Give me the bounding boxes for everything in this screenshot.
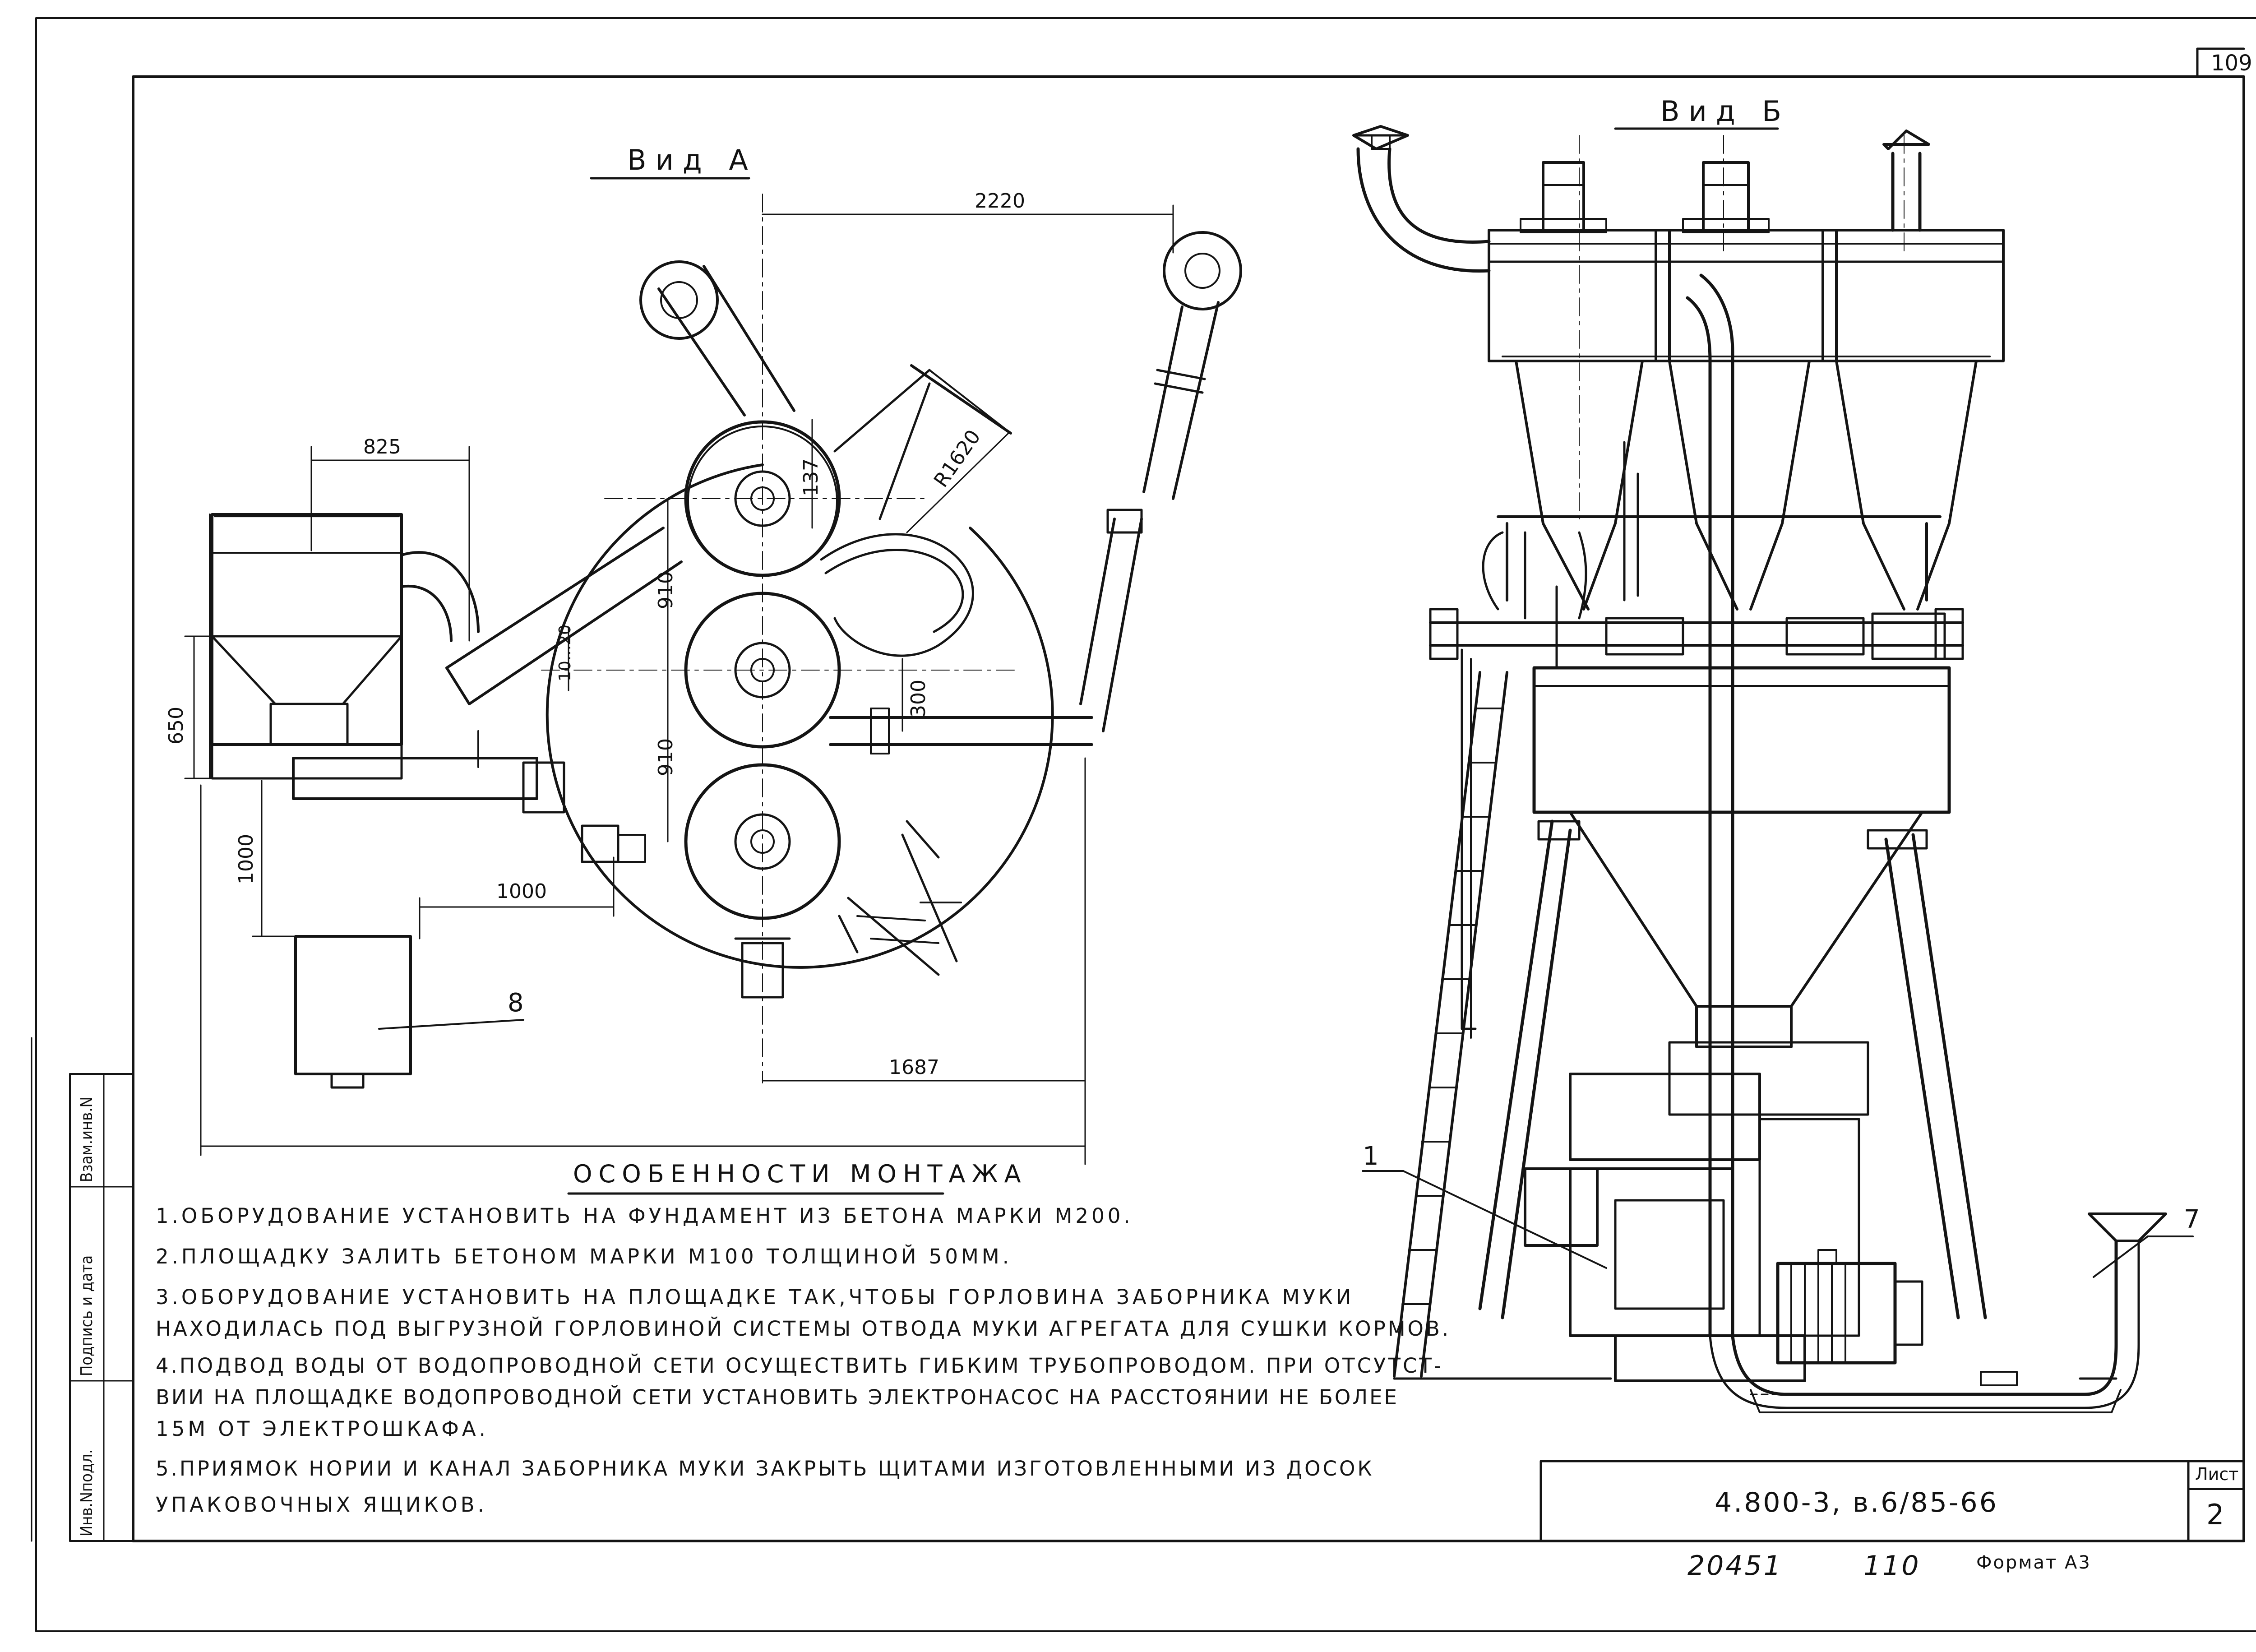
view-a-drawing [184, 177, 1242, 1165]
dim-650: 650 [165, 707, 188, 745]
electrical-cabinet [294, 935, 412, 1075]
motor [1776, 1262, 1897, 1365]
footer-format: Формат А3 [1976, 1552, 2091, 1573]
stamp-inv-podl: Инв.Nподл. [78, 1449, 96, 1536]
note-line-9: упаковочных ящиков. [156, 1493, 487, 1517]
footer-number-2: 110 [1863, 1550, 1921, 1582]
callout-8: 8 [508, 988, 524, 1018]
list-number: 2 [2206, 1498, 2224, 1531]
sheet-number: 109 [2211, 51, 2252, 76]
view-a-title: Вид А [627, 143, 757, 176]
dim-300: 300 [907, 680, 930, 717]
dim-10-20: 10...20 [556, 625, 574, 681]
sheet-frame [31, 17, 2256, 1632]
note-line-2: 2.Площадку залить бетоном марки М100 тол… [156, 1245, 1012, 1268]
note-line-8: 5.Приямок нории и канал заборника муки з… [156, 1457, 1374, 1481]
dim-1000-horizontal: 1000 [496, 880, 547, 903]
dim-825: 825 [363, 435, 401, 458]
document-designation: 4.800-3, в.6/85-66 [1715, 1487, 1998, 1518]
note-line-1: 1.Оборудование установить на фундамент и… [156, 1204, 1133, 1228]
note-line-7: 15м от электрошкафа. [156, 1417, 489, 1441]
list-label: Лист [2195, 1464, 2239, 1484]
stamp-vzam: Взам.инв.N [78, 1097, 96, 1182]
note-line-6: вии на площадке водопроводной сети устан… [156, 1385, 1399, 1409]
callout-7: 7 [2184, 1205, 2200, 1234]
note-line-4: находилась под выгрузной горловиной сист… [156, 1317, 1451, 1341]
footer-number-1: 20451 [1687, 1550, 1783, 1582]
note-line-3: 3.Оборудование установить на площадке та… [156, 1285, 1355, 1309]
dim-910-upper: 910 [654, 571, 677, 609]
dim-137: 137 [800, 458, 823, 496]
view-b-title: Вид Б [1660, 95, 1790, 128]
callout-1: 1 [1363, 1142, 1379, 1171]
dim-2220: 2220 [975, 190, 1025, 213]
note-line-5: 4.Подвод воды от водопроводной сети осущ… [156, 1354, 1444, 1378]
dim-1687: 1687 [889, 1056, 939, 1079]
stamp-podpis: Подпись и дата [78, 1255, 96, 1376]
view-b-drawing [1352, 125, 2194, 1413]
notes-title: Особенности монтажа [573, 1160, 1027, 1188]
title-block [1539, 1460, 2245, 1542]
dim-910-lower: 910 [654, 738, 677, 776]
dim-1000-vertical: 1000 [235, 834, 258, 884]
